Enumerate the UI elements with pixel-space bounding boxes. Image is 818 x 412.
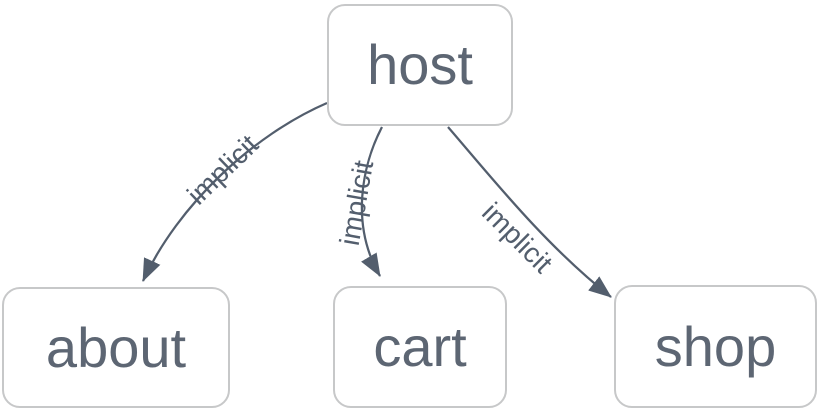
node-host[interactable]: host: [327, 4, 513, 126]
node-cart[interactable]: cart: [333, 286, 507, 408]
edge-host-shop: [447, 126, 612, 298]
node-about-label: about: [45, 315, 187, 379]
node-cart-label: cart: [373, 315, 467, 378]
edge-host-about: [141, 101, 328, 282]
node-shop[interactable]: shop: [614, 285, 817, 408]
node-host-label: host: [367, 33, 473, 96]
edge-host-cart: [360, 126, 383, 277]
node-about[interactable]: about: [2, 287, 230, 408]
node-shop-label: shop: [654, 314, 777, 378]
